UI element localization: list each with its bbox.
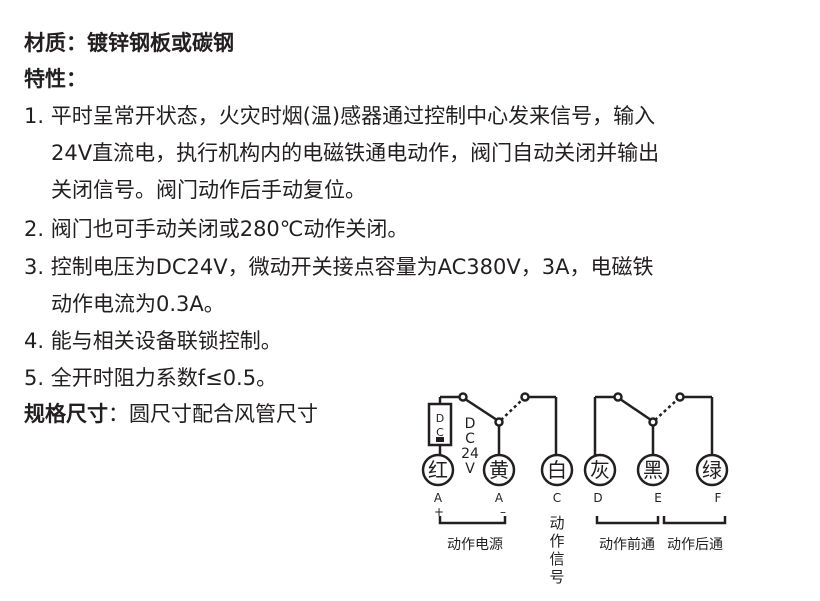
svg-text:D: D [465,416,476,432]
switch-arm-left [464,397,498,422]
svg-text:作: 作 [549,532,564,550]
svg-text:白: 白 [547,458,567,482]
voltage-label: D C 24 V [461,416,479,477]
feature-2: 2. 阀门也可手动关闭或280℃动作关闭。 [24,217,409,241]
feature-1-cont2: 关闭信号。阀门动作后手动复位。 [51,178,366,202]
svg-text:C: C [465,431,475,447]
svg-text:黑: 黑 [643,458,663,482]
svg-text:信: 信 [549,550,564,568]
features-title: 特性： [24,67,87,91]
terminal-colors: 红 黄 白 灰 黑 绿 [428,458,722,482]
terminal-letters: A A C D E F + – [434,491,722,519]
feature-3: 3. 控制电压为DC24V，微动开关接点容量为AC380V，3A，电磁铁 [24,255,654,279]
svg-text:F: F [715,491,722,505]
svg-text:黄: 黄 [489,458,509,482]
power-label: 动作电源 [447,537,503,553]
svg-text:D: D [436,412,444,425]
svg-text:+: + [434,505,444,519]
svg-text:绿: 绿 [702,458,722,482]
spec-line: 规格尺寸：圆尺寸配合风管尺寸 [24,401,318,427]
svg-text:A: A [495,491,504,505]
svg-text:号: 号 [549,568,564,586]
front-label: 动作前通 [599,536,655,553]
feature-1-cont: 24V直流电，执行机构内的电磁铁通电动作，阀门自动关闭并输出 [51,141,660,165]
svg-text:–: – [500,505,506,519]
back-bracket [662,516,727,525]
back-label: 动作后通 [667,537,723,553]
switch-arm-right [619,397,652,422]
svg-text:灰: 灰 [590,458,610,482]
svg-text:动: 动 [549,514,564,532]
spec-label: 规格尺寸 [24,402,108,426]
spec-value: ：圆尺寸配合风管尺寸 [108,402,318,426]
feature-1: 1. 平时呈常开状态，火灾时烟(温)感器通过控制中心发来信号，输入 [24,104,656,128]
svg-text:24: 24 [461,446,479,462]
feature-5: 5. 全开时阻力系数f≤0.5。 [24,366,278,390]
front-bracket [595,516,660,525]
feature-4: 4. 能与相关设备联锁控制。 [24,329,282,353]
feature-3-cont: 动作电流为0.3A。 [51,292,225,316]
svg-text:D: D [593,491,602,505]
signal-label: 动 作 信 号 [549,514,564,586]
svg-text:C: C [553,491,561,505]
material-line: 材质：镀锌钢板或碳钢 [24,31,234,55]
svg-text:V: V [465,461,475,477]
power-bracket [438,516,507,525]
svg-text:C: C [436,426,444,439]
svg-text:E: E [654,491,662,505]
svg-text:红: 红 [428,458,448,482]
svg-text:A: A [434,491,443,505]
